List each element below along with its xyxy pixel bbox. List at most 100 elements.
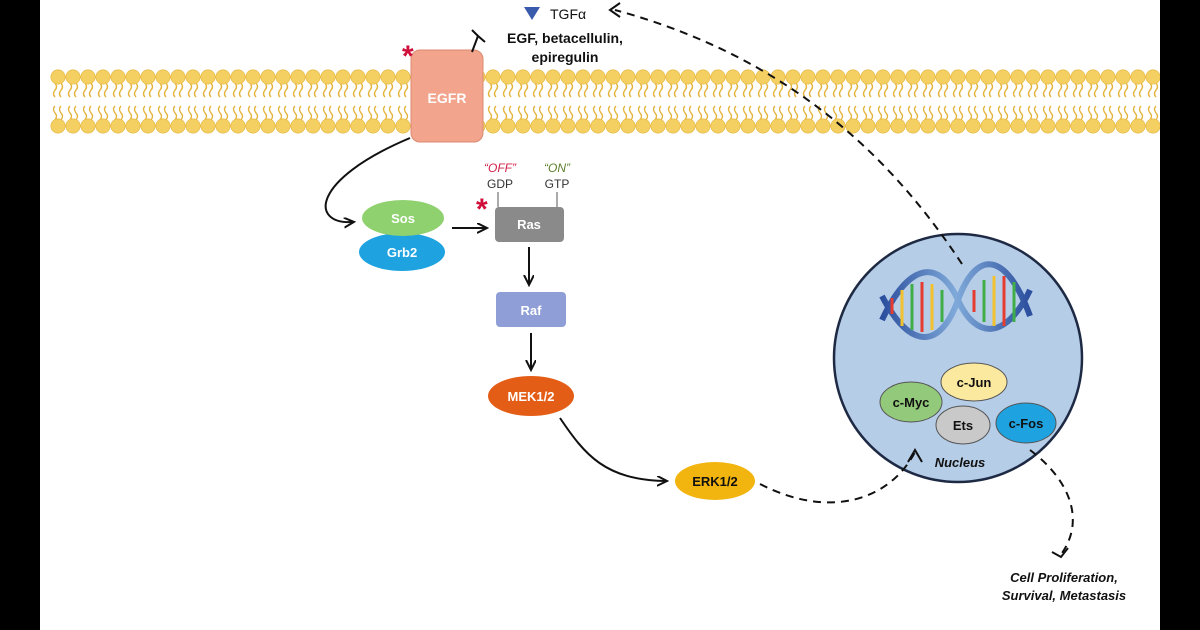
lipid-head xyxy=(905,118,921,134)
lipid-head xyxy=(290,69,306,85)
lipid-tail xyxy=(922,82,934,98)
lipid-head xyxy=(245,69,261,85)
lipid-head xyxy=(1040,69,1056,85)
lipid-tail xyxy=(1102,82,1114,98)
lipid-tail xyxy=(877,105,889,121)
erk-label: ERK1/2 xyxy=(692,474,738,489)
lipid-tail xyxy=(82,105,94,121)
lipid-tail xyxy=(862,82,874,98)
lipid-head xyxy=(725,118,741,134)
lipid-head xyxy=(710,118,726,134)
lipid-head xyxy=(620,118,636,134)
lipid-head xyxy=(785,118,801,134)
lipid-head xyxy=(1055,69,1071,85)
lipid-tail xyxy=(742,105,754,121)
lipid-head xyxy=(110,118,126,134)
lipid-tail xyxy=(517,82,529,98)
lipid-head xyxy=(260,118,276,134)
dna-helix-icon xyxy=(879,261,1033,340)
outcome-arrowhead-icon xyxy=(1051,547,1069,559)
lipid-head xyxy=(65,118,81,134)
lipid-head xyxy=(830,69,846,85)
lipid-tail xyxy=(772,105,784,121)
grb2-node xyxy=(359,233,445,271)
cfos-label: c-Fos xyxy=(1009,416,1044,431)
lipid-tail xyxy=(667,82,679,98)
lipid-head xyxy=(980,69,996,85)
lipid-head xyxy=(515,69,531,85)
lipid-tail xyxy=(637,105,649,121)
egfr-to-sos-arrow xyxy=(324,137,411,222)
lipid-head xyxy=(335,69,351,85)
lipid-head xyxy=(500,69,516,85)
lipid-tail xyxy=(907,82,919,98)
lipid-head xyxy=(1100,118,1116,134)
egfr-pathway-diagram: EGFR * * TGFα EGF, betacellulin, epiregu… xyxy=(50,2,1160,603)
lipid-head xyxy=(185,69,201,85)
lipid-tail xyxy=(292,105,304,121)
lipid-head xyxy=(200,69,216,85)
lipid-tail xyxy=(502,82,514,98)
lipid-head xyxy=(560,118,576,134)
ets-label: Ets xyxy=(953,418,973,433)
lipid-tail xyxy=(382,82,394,98)
lipid-tail xyxy=(1132,105,1144,121)
lipid-head xyxy=(1010,69,1026,85)
lipid-tail xyxy=(337,82,349,98)
lipid-head xyxy=(200,118,216,134)
lipid-head xyxy=(935,118,951,134)
lipid-head xyxy=(800,118,816,134)
outcome-label-line1: Cell Proliferation, xyxy=(1010,570,1118,585)
diagram-canvas: EGFR * * TGFα EGF, betacellulin, epiregu… xyxy=(40,0,1160,630)
lipid-head xyxy=(215,69,231,85)
lipid-head xyxy=(65,69,81,85)
lipid-tail xyxy=(202,105,214,121)
lipid-head xyxy=(50,118,66,134)
egfr-box xyxy=(410,49,484,143)
lipid-tail xyxy=(172,82,184,98)
lipid-tail xyxy=(217,105,229,121)
lipid-tail xyxy=(907,105,919,121)
lipid-head xyxy=(890,69,906,85)
lipid-tail xyxy=(142,105,154,121)
lipid-tail xyxy=(307,82,319,98)
lipid-tail xyxy=(307,105,319,121)
lipid-head xyxy=(215,118,231,134)
lipid-head xyxy=(260,69,276,85)
lipid-tail xyxy=(967,82,979,98)
egf-ligands-label-line2: epiregulin xyxy=(532,49,599,65)
lipid-head xyxy=(275,118,291,134)
lipid-tail xyxy=(652,105,664,121)
lipid-tail xyxy=(517,105,529,121)
lipid-head xyxy=(1085,118,1101,134)
lipid-tail xyxy=(697,105,709,121)
lipid-head xyxy=(1040,118,1056,134)
lipid-head xyxy=(50,69,66,85)
lipid-head xyxy=(635,118,651,134)
lipid-tail xyxy=(1042,105,1054,121)
lipid-tail xyxy=(262,82,274,98)
lipid-head xyxy=(125,118,141,134)
ras-on-label: “ON” xyxy=(544,161,571,175)
lipid-tail xyxy=(1117,105,1129,121)
lipid-tail xyxy=(277,82,289,98)
lipid-tail xyxy=(292,82,304,98)
lipid-tail xyxy=(757,82,769,98)
lipid-tail xyxy=(1012,105,1024,121)
lipid-head xyxy=(1130,69,1146,85)
lipid-head xyxy=(620,69,636,85)
mek-to-erk-arrow xyxy=(559,417,666,481)
lipid-tail xyxy=(532,105,544,121)
lipid-tail xyxy=(577,105,589,121)
lipid-head xyxy=(1145,118,1160,134)
nucleus: c-Jun c-Myc Ets c-Fos Nucleus xyxy=(832,232,1084,484)
lipid-head xyxy=(995,118,1011,134)
lipid-head xyxy=(1115,69,1131,85)
lipid-head xyxy=(485,69,501,85)
lipid-head xyxy=(530,69,546,85)
lipid-head xyxy=(1115,118,1131,134)
lipid-tail xyxy=(1027,105,1039,121)
lipid-tail xyxy=(622,105,634,121)
lipid-tail xyxy=(1057,105,1069,121)
lipid-tail xyxy=(802,105,814,121)
